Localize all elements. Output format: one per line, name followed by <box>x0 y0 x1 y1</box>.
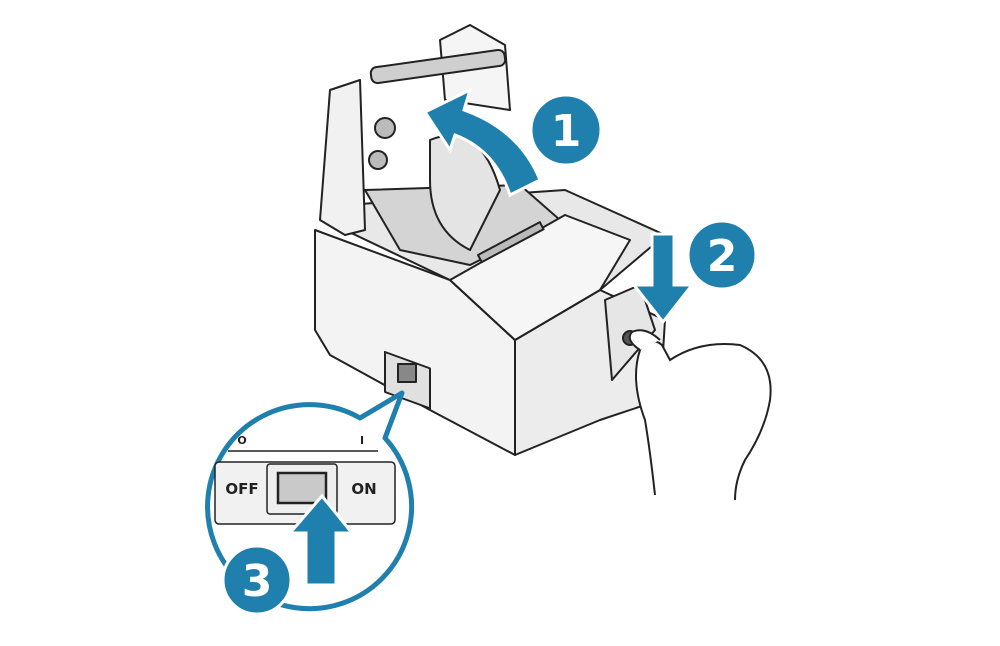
finger-icon <box>628 329 661 351</box>
cutter-cover <box>449 214 631 341</box>
lift-arrow-icon <box>422 87 542 198</box>
platen-roller <box>369 48 507 85</box>
tear-bar <box>477 221 545 264</box>
on-symbol: I <box>360 434 364 447</box>
step-2-number: 2 <box>707 231 738 282</box>
step-3-number: 3 <box>242 556 273 607</box>
rocker-switch[interactable] <box>276 471 328 505</box>
hand-icon <box>635 340 772 501</box>
printer-lid <box>319 79 366 236</box>
on-label: ON <box>351 480 376 498</box>
printer <box>314 24 666 456</box>
roller-gear <box>374 117 396 139</box>
switch-arrow-icon <box>286 493 356 587</box>
power-switch[interactable] <box>397 363 417 383</box>
roller-gear <box>368 150 388 170</box>
step-3-badge: 3 <box>221 544 293 616</box>
standby-symbol: O <box>237 434 246 447</box>
step-2-badge: 2 <box>686 219 758 291</box>
step-1-badge: 1 <box>529 93 603 167</box>
step-1-number: 1 <box>551 106 582 157</box>
press-arrow-icon <box>630 232 696 325</box>
off-label: OFF <box>225 480 258 498</box>
switch-callout: OFF ON O I 3 <box>205 390 415 616</box>
